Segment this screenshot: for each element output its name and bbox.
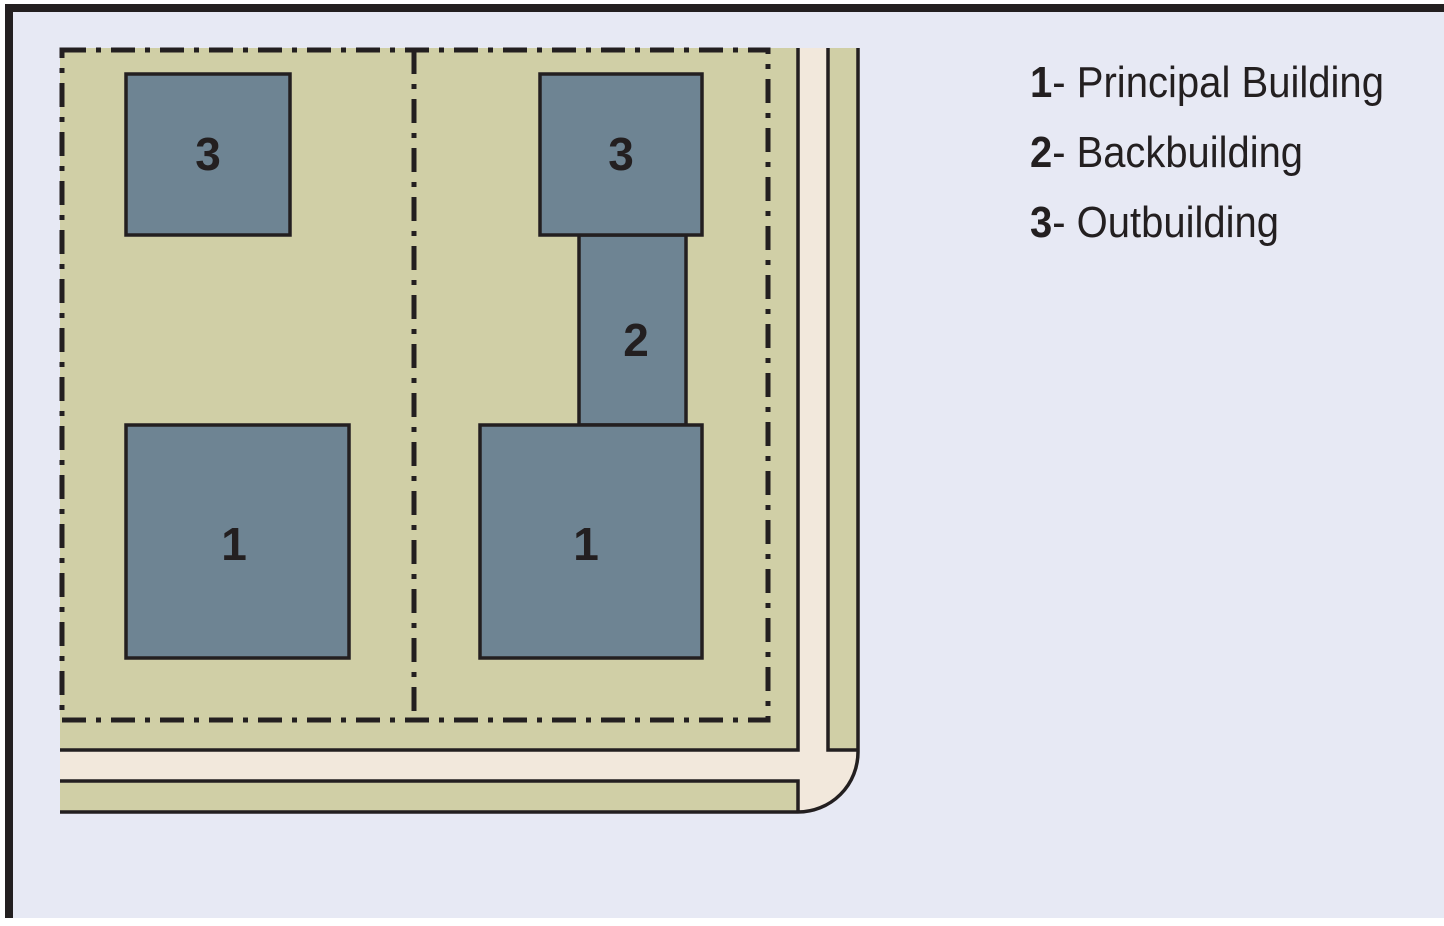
curb-strip-vertical	[828, 48, 858, 750]
right-lot	[478, 72, 704, 660]
label-right-principal: 1	[573, 518, 599, 570]
left-lot	[124, 72, 351, 660]
outbuilding-left	[124, 72, 292, 237]
backbuilding-right	[577, 233, 688, 427]
frame-border	[5, 4, 1444, 918]
legend-item: 2- Backbuilding	[1030, 128, 1303, 177]
principal-building-right	[478, 423, 704, 660]
legend: 1- Principal Building 2- Backbuilding 3-…	[1030, 58, 1384, 247]
principal-building-left	[124, 423, 351, 660]
label-right-backbuilding: 2	[623, 314, 649, 366]
street-lines	[60, 48, 860, 814]
outbuilding-right	[538, 72, 704, 237]
label-left-outbuilding: 3	[195, 128, 221, 180]
label-left-principal: 1	[221, 518, 247, 570]
legend-item: 3- Outbuilding	[1030, 198, 1279, 247]
property-lines	[59, 47, 771, 723]
legend-item: 1- Principal Building	[1030, 58, 1384, 107]
curb-strip-horizontal	[60, 781, 798, 812]
label-right-outbuilding: 3	[608, 128, 634, 180]
